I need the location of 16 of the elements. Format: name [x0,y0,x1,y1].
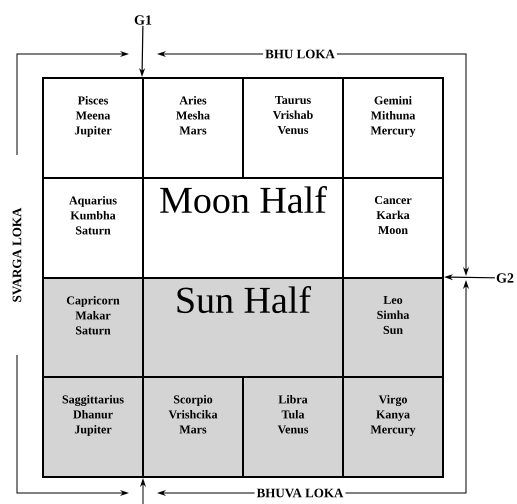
tag-label: G1 [134,15,152,25]
loka-label: SVARGA LOKA [10,206,24,304]
sign-cell: Saggittarius Dhanur Jupiter [42,376,144,478]
sign-cell: Scorpio Vrishcika Mars [142,376,244,478]
tag-label: G2 [496,273,514,283]
sign-cell: Leo Simha Sun [342,277,444,378]
half-region: Sun Half [142,277,344,378]
loka-label: BHUVA LOKA [254,486,346,500]
sign-cell: Aries Mesha Mars [142,77,244,179]
sign-cell: Pisces Meena Jupiter [42,77,144,179]
sign-cell: Capricorn Makar Saturn [42,277,144,378]
sign-cell: Taurus Vrishab Venus [242,77,344,179]
sign-cell: Virgo Kanya Mercury [342,376,444,478]
sign-cell: Gemini Mithuna Mercury [342,77,444,179]
loka-label: BHU LOKA [263,48,337,60]
sign-cell: Libra Tula Venus [242,376,344,478]
